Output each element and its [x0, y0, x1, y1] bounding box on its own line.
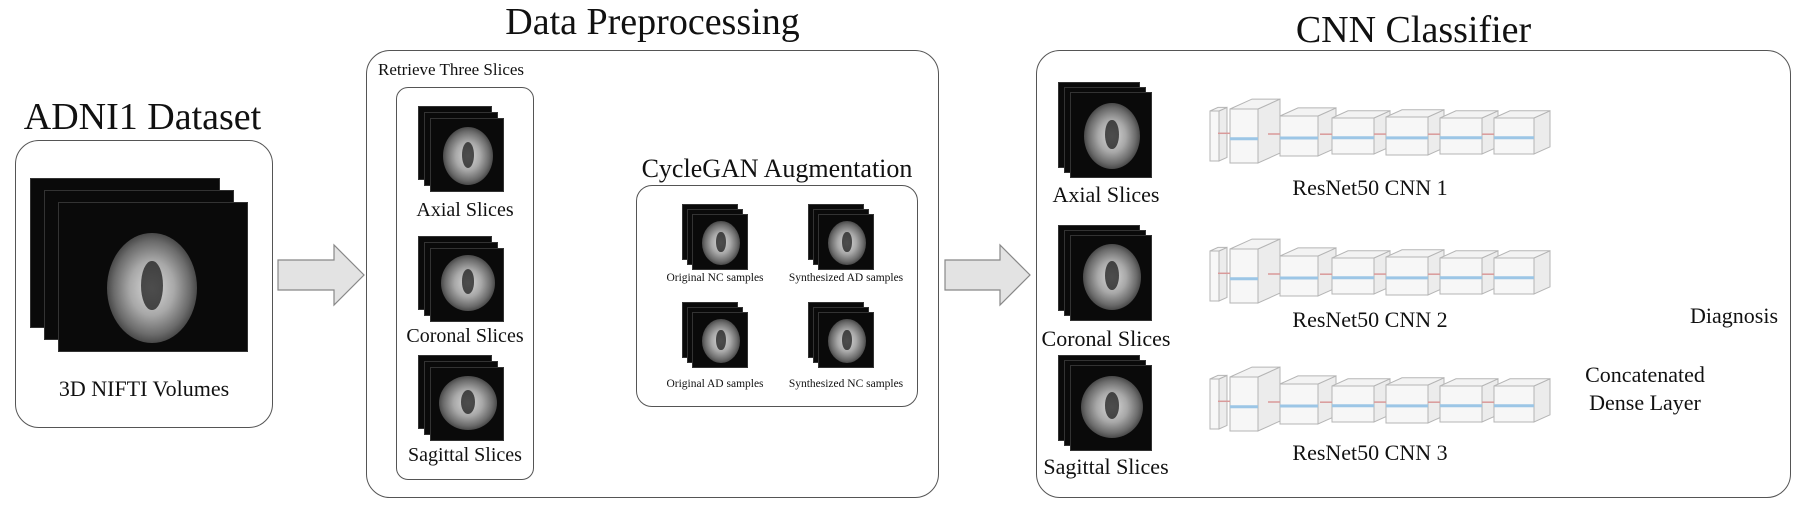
classifier-axial-label: Axial Slices	[1052, 182, 1160, 207]
dataset-caption: 3D NIFTI Volumes	[58, 376, 230, 401]
original-nc-label: Original NC samples	[666, 272, 764, 284]
classifier-coronal-stack	[1058, 225, 1163, 325]
classifier-title: CNN Classifier	[1295, 9, 1532, 51]
classifier-sagittal-stack	[1058, 355, 1163, 455]
cnn-label-3: ResNet50 CNN 3	[1292, 440, 1448, 465]
axial-slices-label: Axial Slices	[416, 199, 514, 221]
retrieve-slices-label: Retrieve Three Slices	[378, 60, 525, 79]
coronal-slice-stack	[418, 236, 508, 326]
synthesized-nc-stack	[808, 302, 878, 372]
dense-label-line2: Dense Layer	[1589, 390, 1701, 415]
classifier-coronal-label: Coronal Slices	[1041, 326, 1171, 351]
cnn3-block-2	[1257, 366, 1281, 432]
cnn2-block-2	[1257, 238, 1281, 304]
original-ad-label: Original AD samples	[666, 378, 764, 390]
classifier-sagittal-label: Sagittal Slices	[1043, 454, 1169, 479]
synthesized-ad-label: Synthesized AD samples	[788, 272, 904, 284]
original-ad-stack	[682, 302, 752, 372]
axial-slice-stack	[418, 106, 508, 196]
preprocessing-title: Data Preprocessing	[505, 1, 800, 43]
cnn1-block-2	[1257, 98, 1281, 164]
nifti-volume-stack	[30, 178, 255, 358]
sagittal-slice-stack	[418, 355, 508, 445]
cnn2-block-1	[1218, 246, 1228, 302]
synthesized-ad-stack	[808, 204, 878, 274]
cnn-label-1: ResNet50 CNN 1	[1292, 175, 1448, 200]
cnn-label-2: ResNet50 CNN 2	[1292, 307, 1448, 332]
cyclegan-title: CycleGAN Augmentation	[641, 154, 913, 183]
diagnosis-label: Diagnosis	[1690, 303, 1778, 328]
original-nc-stack	[682, 204, 752, 274]
coronal-slices-label: Coronal Slices	[406, 325, 524, 347]
cnn3-block-1	[1218, 374, 1228, 430]
classifier-axial-stack	[1058, 82, 1163, 182]
sagittal-slices-label: Sagittal Slices	[408, 444, 522, 466]
dense-label-line1: Concatenated	[1585, 362, 1705, 387]
dataset-title: ADNI1 Dataset	[23, 96, 262, 138]
cnn1-block-1	[1218, 106, 1228, 162]
synthesized-nc-label: Synthesized NC samples	[788, 378, 904, 390]
